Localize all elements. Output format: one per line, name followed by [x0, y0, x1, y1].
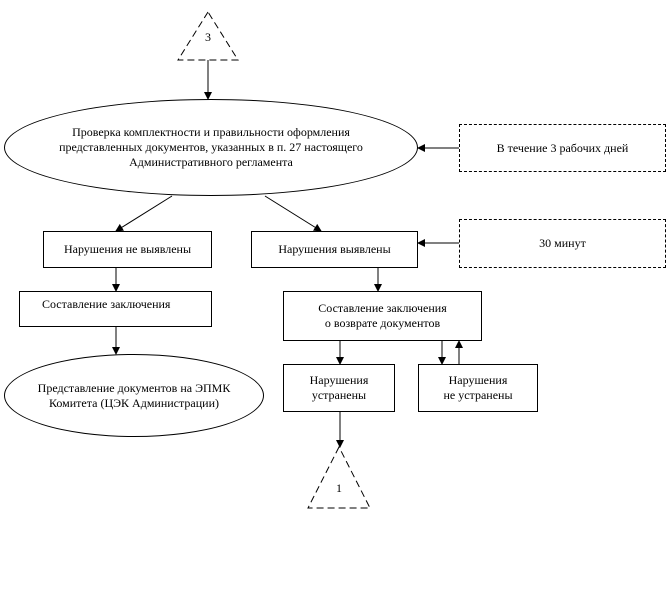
submit-documents-node: Представление документов на ЭПМК Комитет…: [4, 354, 264, 437]
check-documents-label: Проверка комплектности и правильности оф…: [59, 125, 363, 169]
submit-documents-label: Представление документов на ЭПМК Комитет…: [37, 380, 231, 410]
no-violations-label: Нарушения не выявлены: [63, 242, 192, 256]
connector-triangle-bottom: [307, 445, 371, 509]
connector-label-bottom: 1: [336, 481, 342, 495]
fixed-label: Нарушения устранены: [309, 373, 369, 402]
deadline-check-label: В течение 3 рабочих дней: [496, 140, 629, 155]
conclusion-node: Составление заключения: [19, 291, 212, 327]
conclusion-label: Составление заключения: [42, 297, 171, 311]
fixed-node: Нарушения устранены: [283, 364, 395, 412]
violations-node: Нарушения выявлены: [251, 231, 418, 268]
arrow-check-to-no-violations: [115, 195, 173, 232]
not-fixed-label: Нарушения не устранены: [443, 373, 513, 402]
violations-label: Нарушения выявлены: [278, 242, 391, 256]
deadline-violations-node: 30 минут: [459, 219, 666, 268]
arrow-check-to-violations: [264, 195, 322, 232]
check-documents-node: Проверка комплектности и правильности оф…: [4, 99, 418, 196]
connector-label-top: 3: [205, 30, 211, 44]
conclusion-return-label: Составление заключения о возврате докуме…: [318, 301, 447, 330]
deadline-check-node: В течение 3 рабочих дней: [459, 124, 666, 172]
conclusion-return-node: Составление заключения о возврате докуме…: [283, 291, 482, 341]
no-violations-node: Нарушения не выявлены: [43, 231, 212, 268]
not-fixed-node: Нарушения не устранены: [418, 364, 538, 412]
deadline-violations-label: 30 минут: [539, 236, 586, 250]
connector-triangle-top: [177, 11, 239, 61]
